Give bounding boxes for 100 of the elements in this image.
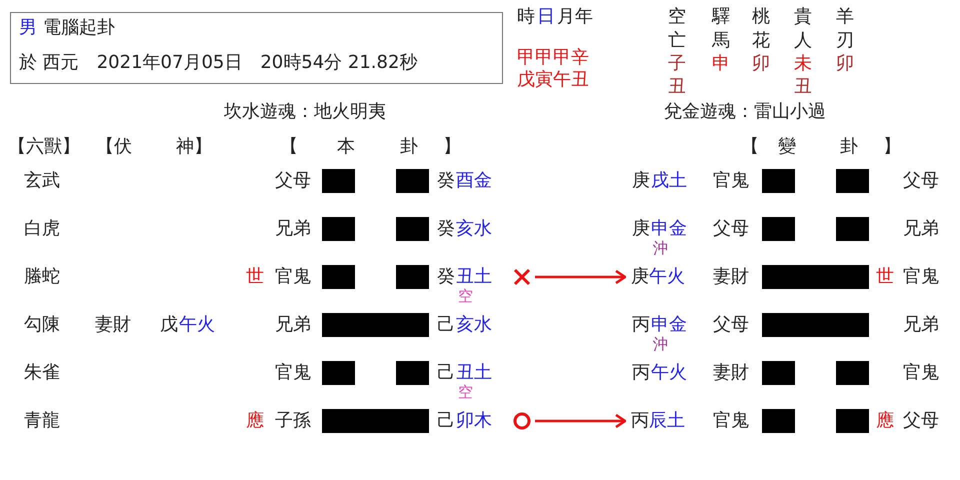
chart-text: 桃 [752, 6, 770, 28]
chart-text: 玄武 [24, 170, 60, 192]
chart-text: 子孫 [275, 410, 311, 432]
changed-line-text: 庚午火 [631, 266, 685, 288]
chart-text: 變 [778, 136, 796, 158]
branch-element: 丑土 [456, 266, 492, 288]
chart-text: 戊 [160, 314, 178, 336]
chart-text: 】 [883, 136, 901, 158]
chart-text: 父母 [713, 314, 749, 336]
chart-text: 兌金遊魂：雷山小過 [664, 101, 826, 123]
chart-text: 空 [668, 6, 686, 28]
chart-text: 羊 [836, 6, 854, 28]
chart-text: 馬 [712, 30, 730, 52]
marker-text: 甲甲甲辛 [517, 47, 589, 69]
branch-text: 丑 [794, 76, 812, 98]
chart-text: 己 [437, 362, 455, 384]
chart-text: 己 [437, 314, 455, 336]
changed-line-text: 丙辰土 [631, 410, 685, 432]
marker-text: 世 [876, 266, 894, 288]
branch-element: 日 [537, 6, 555, 28]
chart-text: 父母 [275, 170, 311, 192]
chart-text: 青龍 [24, 410, 60, 432]
chart-text: 】 [443, 136, 461, 158]
chart-text: 妻財 [95, 314, 131, 336]
chart-text: 父母 [903, 170, 939, 192]
chart-text: 勾陳 [24, 314, 60, 336]
branch-element: 午火 [179, 314, 215, 336]
marker-text: 未 [794, 53, 812, 75]
chart-text: 貴 [794, 6, 812, 28]
branch-element: 戌土 [651, 170, 687, 192]
branch-text: 卯 [836, 53, 854, 75]
chart-text: 花 [752, 30, 770, 52]
chart-text: 坎水遊魂：地火明夷 [224, 101, 386, 123]
arrow [535, 270, 626, 284]
circle-mark [513, 412, 531, 430]
chart-text: 兄弟 [275, 218, 311, 240]
chart-text: 官鬼 [713, 170, 749, 192]
clash-mark: 沖 [653, 334, 668, 355]
chart-text: 官鬼 [275, 362, 311, 384]
chart-text: 刃 [836, 30, 854, 52]
chart-text: 朱雀 [24, 362, 60, 384]
chart-text: 【伏 [96, 136, 132, 158]
marker-text: 應 [246, 410, 264, 432]
chart-text: 官鬼 [275, 266, 311, 288]
void-mark: 空 [458, 382, 473, 403]
branch-element: 酉金 [456, 170, 492, 192]
branch-element: 丑土 [456, 362, 492, 384]
branch-element: 午火 [651, 362, 687, 384]
chart-text: 時 [517, 6, 535, 28]
chart-text: 癸 [437, 266, 455, 288]
date-text: 2021年07月05日 [96, 52, 242, 74]
chart-text: 卦 [400, 136, 418, 158]
chart-text: 卦 [840, 136, 858, 158]
chart-text: 官鬼 [903, 266, 939, 288]
chart-text: 神】 [176, 136, 212, 158]
chart-text: 【六獸】 [8, 136, 80, 158]
chart-text: 兄弟 [903, 218, 939, 240]
branch-element: 亥水 [456, 314, 492, 336]
chart-text: 庚 [632, 170, 650, 192]
chart-text: 父母 [713, 218, 749, 240]
chart-text: 妻財 [713, 266, 749, 288]
branch-text: 卯 [752, 53, 770, 75]
info-box [10, 12, 503, 84]
chart-text: 丙 [632, 314, 650, 336]
chart-text: 兄弟 [903, 314, 939, 336]
chart-text: 丙 [632, 362, 650, 384]
branch-text: 子 [668, 53, 686, 75]
chart-text: 己 [437, 410, 455, 432]
chart-text: 官鬼 [903, 362, 939, 384]
branch-element: 申金 [651, 218, 687, 240]
chart-text: 人 [794, 30, 812, 52]
chart-text: 驛 [712, 6, 730, 28]
chart-text: 本 [337, 136, 355, 158]
date-text: 20時54分 21.82秒 [260, 52, 418, 74]
chart-text: 兄弟 [275, 314, 311, 336]
branch-text: 丑 [668, 76, 686, 98]
chart-text: 白虎 [24, 218, 60, 240]
marker-text: 戊寅午丑 [517, 69, 589, 91]
arrow [535, 414, 626, 428]
chart-text: 庚 [632, 218, 650, 240]
chart-text: 月年 [557, 6, 593, 28]
chart-text: 癸 [437, 170, 455, 192]
cross-mark [513, 268, 531, 286]
branch-element: 卯木 [456, 410, 492, 432]
void-mark: 空 [458, 286, 473, 307]
chart-text: 官鬼 [713, 410, 749, 432]
chart-text: 妻財 [713, 362, 749, 384]
branch-element: 申金 [651, 314, 687, 336]
marker-text: 世 [246, 266, 264, 288]
marker-text: 申 [712, 53, 730, 75]
chart-text: 【 [741, 136, 759, 158]
marker-text: 應 [876, 410, 894, 432]
chart-text: 癸 [437, 218, 455, 240]
clash-mark: 沖 [653, 238, 668, 259]
date-text: 於 西元 [19, 52, 79, 74]
chart-text: 【 [280, 136, 298, 158]
branch-element: 亥水 [456, 218, 492, 240]
chart-text: 亡 [668, 30, 686, 52]
gender-text: 男 [19, 17, 37, 39]
chart-text: 螣蛇 [24, 266, 60, 288]
